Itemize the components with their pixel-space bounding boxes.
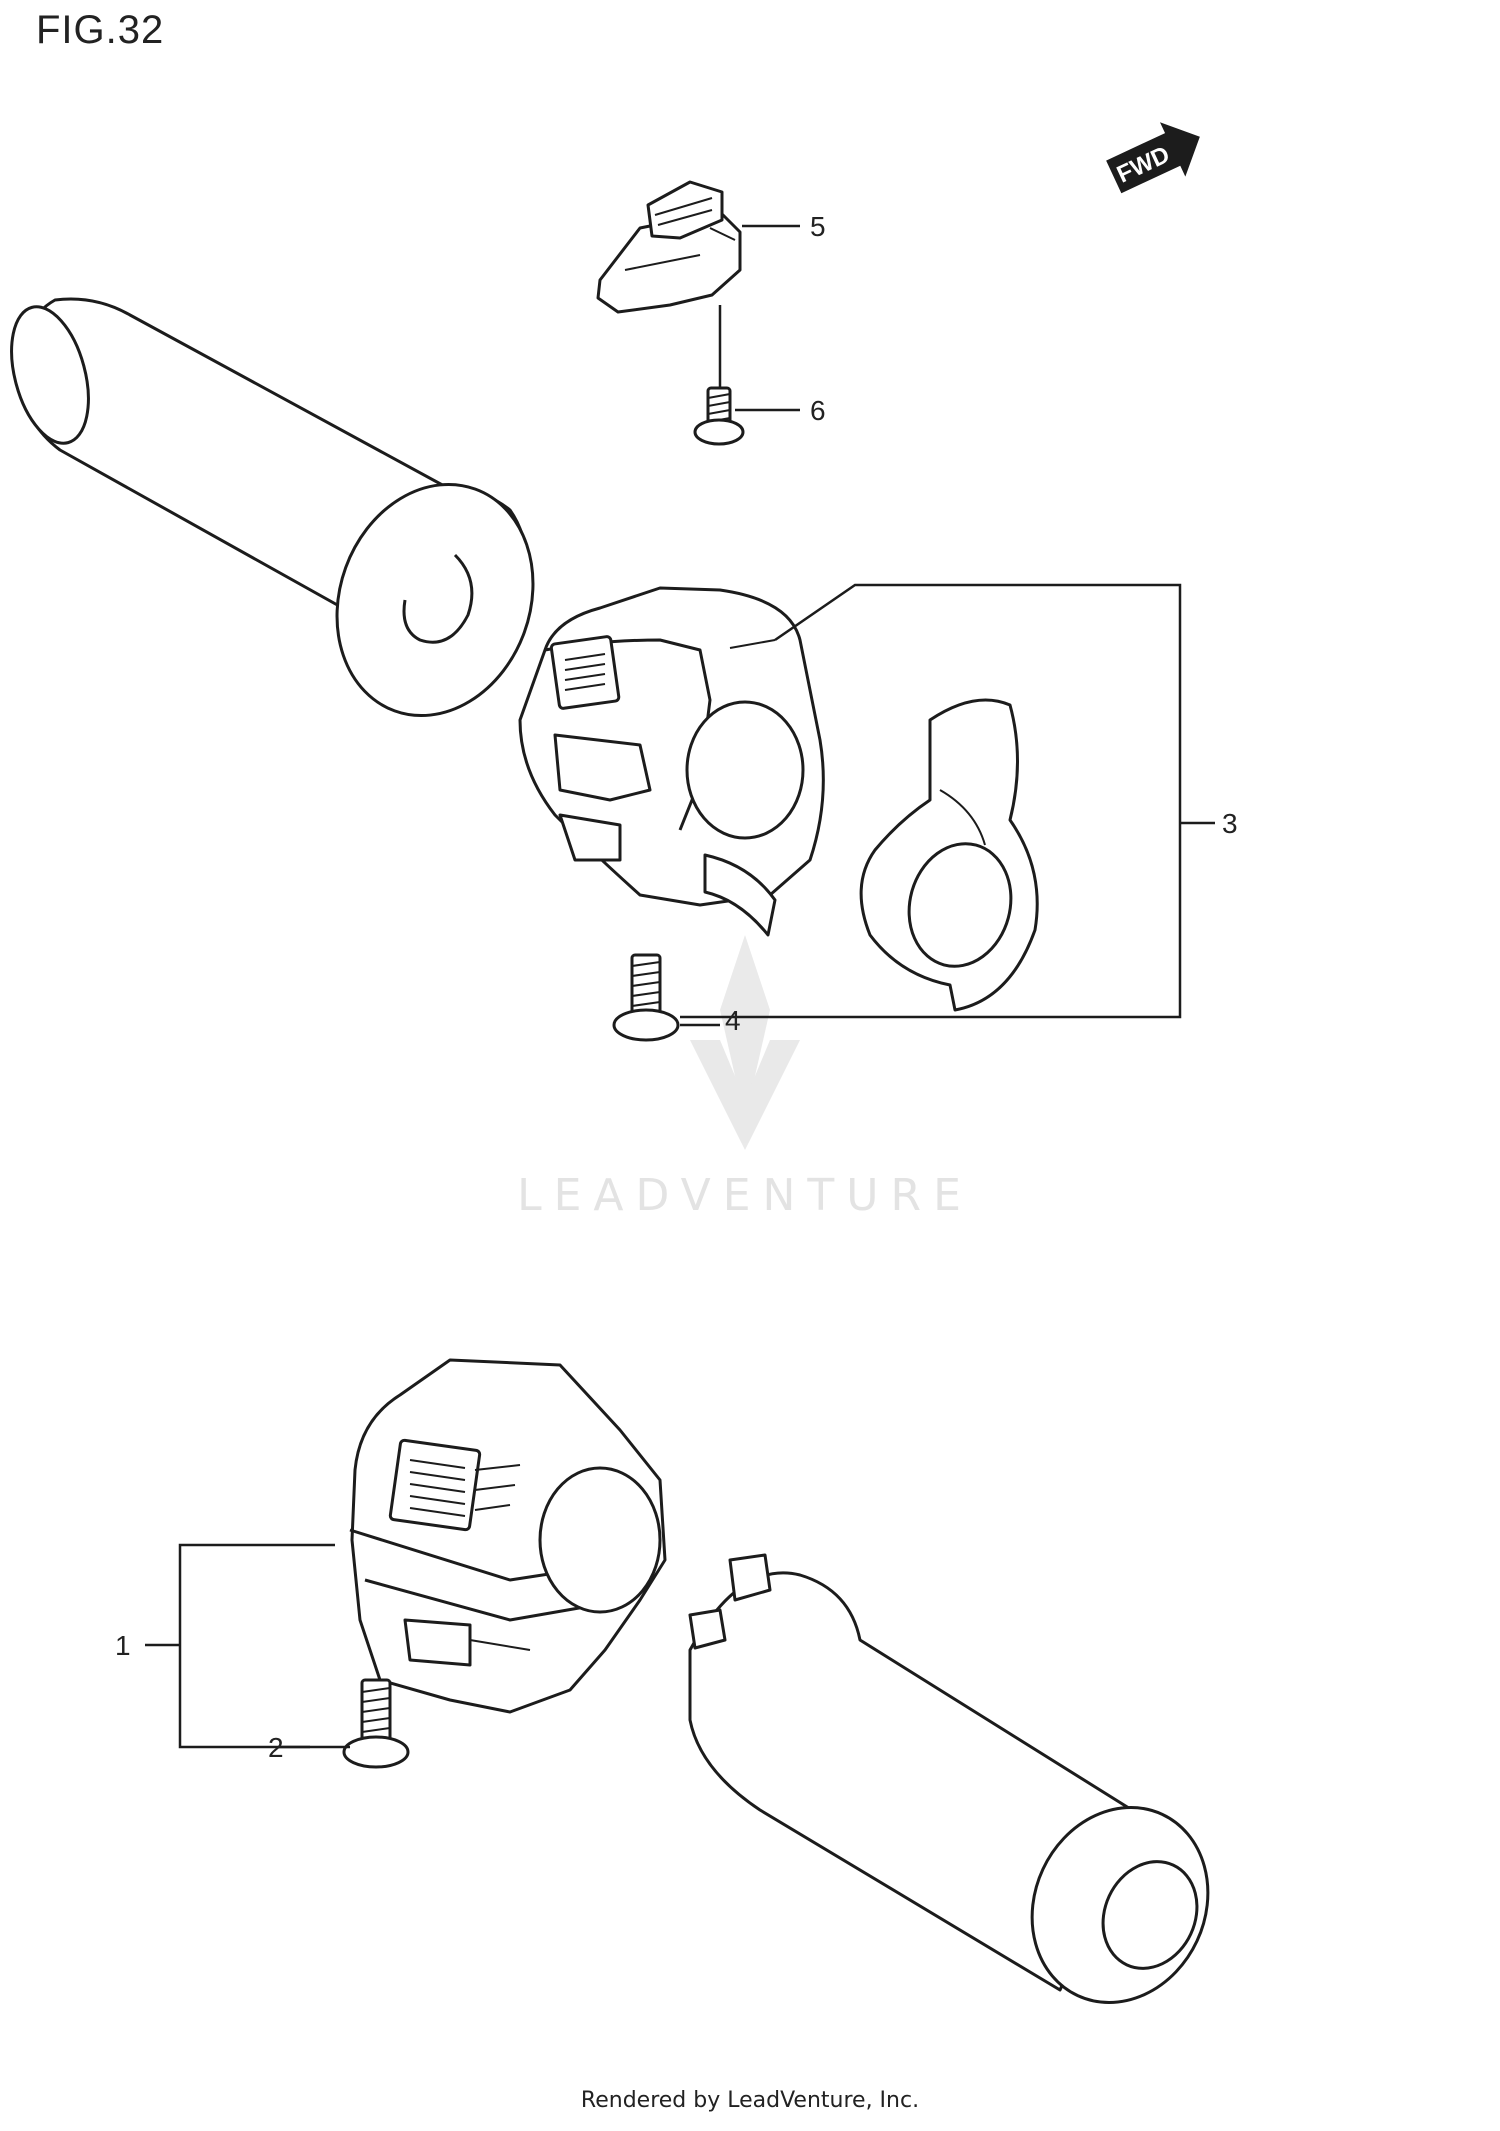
part-6-screw: [693, 386, 745, 446]
callout-3: 3: [1222, 808, 1238, 839]
part-5-switch: [596, 180, 742, 314]
part-3-throttle-housing: [859, 698, 1039, 1012]
callout-2: 2: [268, 1732, 284, 1763]
callout-1: 1: [115, 1630, 131, 1661]
part-1-switch-housing: [349, 1358, 667, 1714]
figure-title: FIG.32: [36, 8, 165, 52]
part-2-screw: [342, 1678, 410, 1769]
callout-bracket-1-2: [145, 1543, 335, 1749]
watermark-logo: [690, 935, 800, 1150]
part-3-switch-housing: [518, 586, 825, 937]
footer-credit: Rendered by LeadVenture, Inc.: [580, 2088, 920, 2113]
watermark-text: LEADVENTURE: [517, 1170, 973, 1221]
callout-4: 4: [725, 1005, 741, 1036]
fwd-arrow-icon: FWD: [1106, 122, 1200, 194]
callout-6: 6: [810, 395, 826, 426]
part-4-screw: [612, 953, 680, 1042]
left-grip: [10, 297, 535, 718]
callout-bracket-3-4: [680, 583, 1215, 1019]
right-grip: [688, 1553, 1210, 2004]
callout-5: 5: [810, 211, 826, 242]
